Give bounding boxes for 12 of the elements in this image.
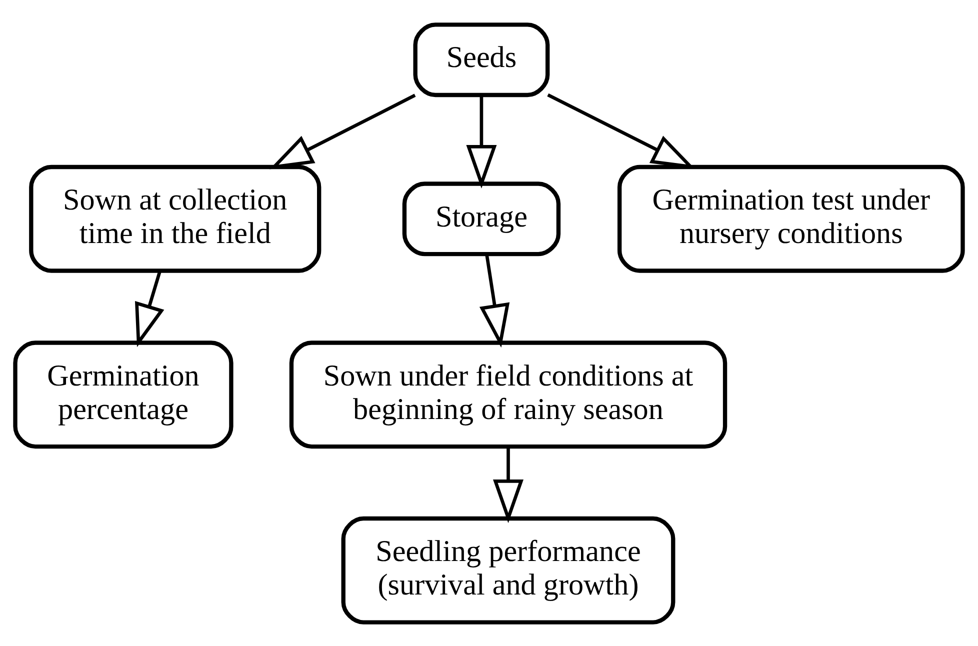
arrow — [493, 446, 524, 523]
node-box: Sown at collection time in the field — [29, 164, 322, 272]
node-box: Storage — [402, 181, 561, 256]
arrow — [466, 94, 497, 188]
node-box: Seedling performance (survival and growth) — [341, 516, 676, 624]
arrow — [134, 270, 164, 347]
node-box: Sown under field conditions at beginning of rainy season — [289, 340, 728, 448]
node-box: Germination test under nursery conditions — [617, 164, 965, 272]
node-box: Germination percentage — [13, 340, 234, 448]
node-box: Seeds — [413, 22, 550, 97]
arrow — [270, 93, 416, 169]
arrow — [479, 254, 510, 348]
